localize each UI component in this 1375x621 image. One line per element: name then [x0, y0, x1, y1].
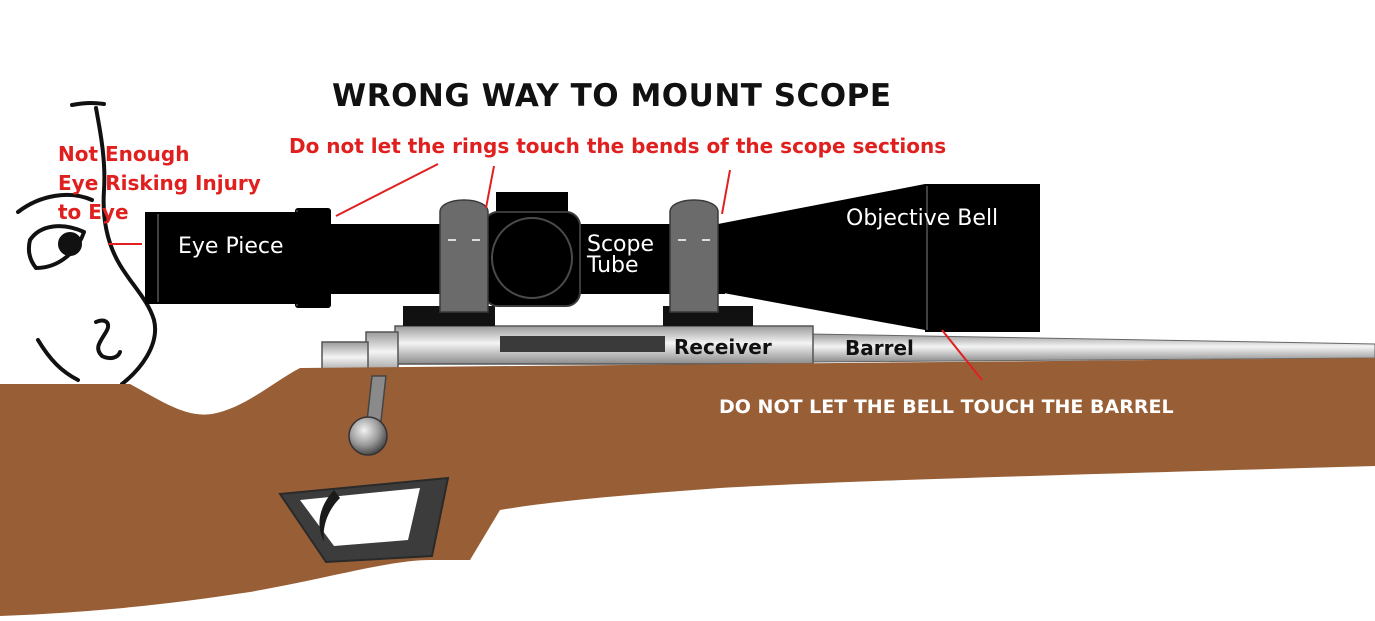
bell-barrel-warning: DO NOT LET THE BELL TOUCH THE BARREL — [719, 396, 1174, 418]
forehead-line — [70, 101, 106, 107]
eye-relief-warning-line: Eye Risking Injury — [58, 171, 261, 195]
pointer-front-ring — [721, 169, 731, 215]
receiver-cutout — [500, 336, 665, 352]
rear-scope-ring — [439, 199, 489, 313]
diagram-title: WRONG WAY TO MOUNT SCOPE — [332, 78, 892, 114]
scope-tube-label: Scope Tube — [587, 232, 655, 278]
front-scope-ring — [669, 199, 719, 313]
eyebrow — [16, 192, 94, 214]
turret-dial — [491, 217, 573, 299]
eyepiece — [145, 212, 300, 304]
pointer-bell-barrel — [941, 329, 983, 381]
lips — [94, 318, 122, 361]
eyepiece-ring — [295, 208, 331, 308]
chin-line — [36, 338, 80, 382]
warning-pointers — [108, 163, 983, 381]
scope-tube-label-line: Scope — [587, 232, 655, 257]
trigger — [319, 490, 340, 542]
eye-relief-warning-line: to Eye — [58, 200, 129, 224]
pointer-rear-ring — [485, 165, 495, 209]
receiver-label: Receiver — [674, 335, 772, 359]
eye-piece-label: Eye Piece — [178, 234, 284, 259]
eye-relief-warning-line: Not Enough — [58, 142, 190, 166]
eye-pupil — [58, 232, 82, 256]
rings-warning: Do not let the rings touch the bends of … — [289, 134, 947, 158]
face-sketch — [16, 101, 158, 386]
bolt-knob — [348, 416, 388, 456]
objective-bell-label: Objective Bell — [846, 206, 999, 231]
objective-bell — [925, 184, 1040, 332]
barrel-label: Barrel — [845, 336, 914, 360]
eye-relief-warning: Not Enough Eye Risking Injury to Eye — [58, 140, 261, 227]
nose-profile — [94, 106, 158, 386]
pointer-eyepiece-bend — [335, 163, 439, 217]
scope-tube-label-line: Tube — [587, 253, 639, 278]
objective-bell-cone — [718, 184, 925, 330]
